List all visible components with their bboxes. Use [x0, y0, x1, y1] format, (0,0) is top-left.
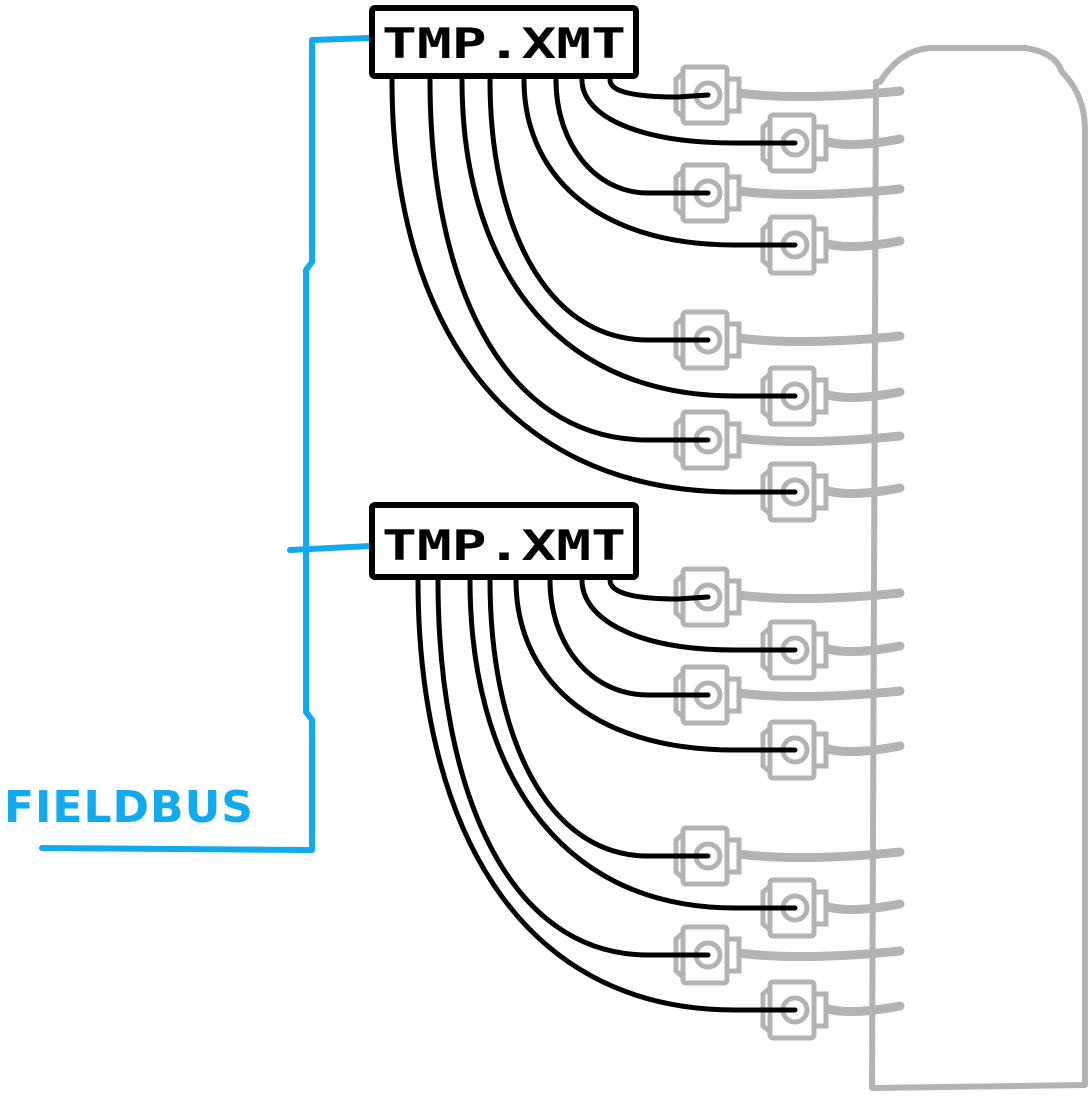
sensor-wire	[487, 577, 711, 859]
sensor-pipe	[733, 588, 905, 604]
sensor-thread	[811, 731, 829, 769]
transmitter-2-label: TMP.XMT	[382, 521, 626, 570]
sensor-thread	[811, 889, 829, 927]
transmitter-1-box	[369, 5, 639, 79]
sensor-thread	[811, 473, 829, 511]
temperature-sensor-icon[interactable]	[760, 877, 905, 939]
sensors-group	[673, 64, 905, 1041]
sensor-wire	[415, 577, 798, 1013]
sensor-wire	[579, 77, 798, 146]
wires-group	[389, 77, 798, 1013]
sensor-thread	[811, 991, 829, 1029]
sensor-wire	[427, 77, 711, 443]
sensor-thread	[724, 936, 742, 974]
sensor-wire	[547, 577, 711, 698]
sensor-pipe	[733, 431, 905, 447]
sensor-thread	[724, 174, 742, 212]
sensor-pipe	[733, 946, 905, 962]
sensor-wire	[435, 577, 711, 958]
sensor-pipe	[820, 1001, 905, 1017]
sensor-pipe	[820, 236, 905, 252]
sensor-wire	[553, 77, 711, 196]
sensor-pipe	[820, 741, 905, 757]
sensor-wire	[521, 77, 798, 248]
transmitter-2-box	[369, 502, 639, 580]
sensor-thread	[811, 226, 829, 264]
sensor-pipe	[733, 331, 905, 347]
sensor-wire	[389, 77, 798, 495]
sensor-pipe	[733, 86, 905, 102]
fieldbus-label: FIELDBUS	[4, 782, 254, 833]
sensor-wire	[459, 77, 798, 399]
sensor-pipe	[820, 899, 905, 915]
sensor-thread	[811, 631, 829, 669]
sensor-thread	[724, 676, 742, 714]
transmitter-1[interactable]: TMP.XMT	[369, 5, 639, 79]
sensor-pipe	[820, 483, 905, 499]
fieldbus-trunk	[39, 35, 373, 853]
sensor-wire	[467, 577, 798, 911]
sensor-pipe	[733, 686, 905, 702]
sensor-thread	[724, 321, 742, 359]
sensor-thread	[724, 76, 742, 114]
fieldbus: FIELDBUS	[4, 35, 373, 853]
sensor-wire	[487, 77, 711, 343]
sensor-thread	[811, 124, 829, 162]
temperature-sensor-icon[interactable]	[673, 924, 905, 986]
sensor-pipe	[820, 387, 905, 403]
sensor-wire	[607, 577, 711, 602]
sensor-thread	[724, 578, 742, 616]
vessel-outline	[869, 45, 1088, 1091]
sensor-thread	[811, 377, 829, 415]
sensor-thread	[724, 837, 742, 875]
sensor-wire	[607, 77, 711, 100]
temperature-sensor-icon[interactable]	[673, 64, 905, 126]
sensor-pipe	[733, 847, 905, 863]
sensor-wire	[579, 577, 798, 653]
sensor-pipe	[733, 184, 905, 200]
sensor-wire	[513, 577, 798, 753]
sensor-pipe	[820, 134, 905, 150]
transmitter-1-label: TMP.XMT	[382, 19, 626, 68]
sensor-thread	[724, 421, 742, 459]
transmitter-2[interactable]: TMP.XMT	[369, 502, 639, 580]
sensor-pipe	[820, 641, 905, 657]
